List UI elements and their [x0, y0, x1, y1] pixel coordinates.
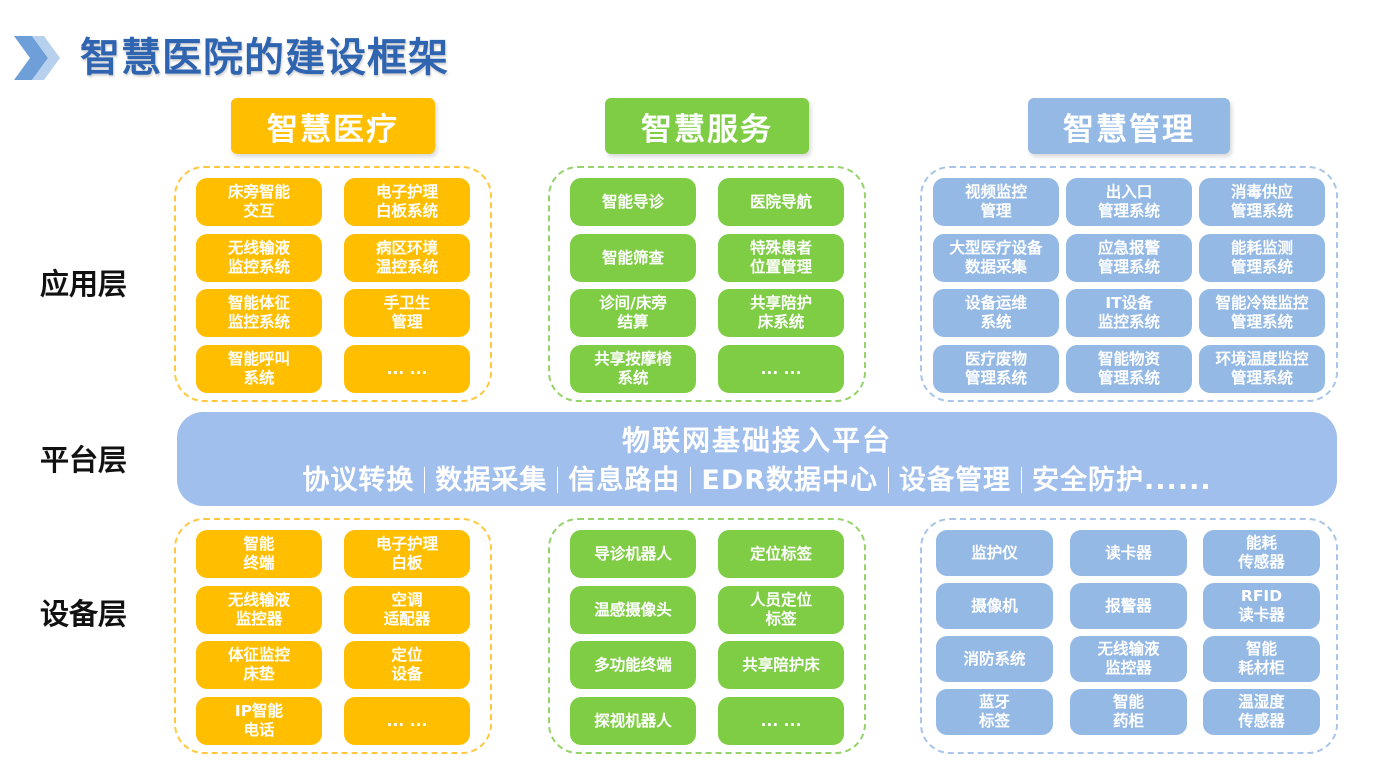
app-medical-tile: 病区环境 温控系统 [344, 234, 470, 282]
device-management-tile: 智能 药柜 [1070, 689, 1187, 735]
app-management-tile: 出入口 管理系统 [1066, 178, 1192, 226]
platform-items: 协议转换数据采集信息路由 EDR数据中心设备管理安全防护...... [177, 464, 1337, 498]
platform-title: 物联网基础接入平台 [621, 424, 892, 457]
app-medical-tile: 手卫生 管理 [344, 289, 470, 337]
app-management-tile: 设备运维 系统 [933, 289, 1059, 337]
device-service-tile: 多功能终端 [570, 641, 696, 689]
device-management-tile: 温湿度 传感器 [1203, 689, 1320, 735]
device-management-tile: 监护仪 [936, 530, 1053, 576]
app-medical-tile: 智能呼叫 系统 [196, 345, 322, 393]
device-group-management [920, 518, 1338, 754]
platform-item: EDR数据中心 [701, 465, 879, 496]
device-management-tile: 蓝牙 标签 [936, 689, 1053, 735]
app-service-tile: 诊间/床旁 结算 [570, 289, 696, 337]
app-group-medical [174, 166, 492, 402]
app-group-management [920, 166, 1338, 402]
app-management-tile: IT设备 监控系统 [1066, 289, 1192, 337]
category-header-management: 智慧管理 [1028, 98, 1230, 154]
platform-item: 设备管理 [899, 465, 1012, 496]
layer-label-device: 设备层 [40, 597, 128, 631]
app-service-tile: 智能导诊 [570, 178, 696, 226]
app-medical-tile: ... ... [344, 345, 470, 393]
device-management-tile: RFID 读卡器 [1203, 583, 1320, 629]
app-management-tile: 视频监控 管理 [933, 178, 1059, 226]
category-header-service: 智慧服务 [605, 98, 809, 154]
device-service-tile: 导诊机器人 [570, 530, 696, 578]
app-management-tile: 智能物资 管理系统 [1066, 345, 1192, 393]
title-chevron-icon [14, 36, 60, 80]
device-medical-tile: 体征监控 床垫 [196, 641, 322, 689]
device-management-tile: 报警器 [1070, 583, 1187, 629]
platform-item: 协议转换 [302, 465, 415, 496]
app-service-tile: 特殊患者 位置管理 [718, 234, 844, 282]
device-medical-tile: ... ... [344, 697, 470, 745]
device-medical-tile: 电子护理 白板 [344, 530, 470, 578]
platform-item: 信息路由 [568, 465, 681, 496]
device-management-tile: 能耗 传感器 [1203, 530, 1320, 576]
app-service-tile: ... ... [718, 345, 844, 393]
device-service-tile: ... ... [718, 697, 844, 745]
app-management-tile: 医疗废物 管理系统 [933, 345, 1059, 393]
layer-label-platform: 平台层 [40, 443, 128, 477]
app-medical-tile: 电子护理 白板系统 [344, 178, 470, 226]
platform-separator [424, 467, 426, 493]
app-service-tile: 医院导航 [718, 178, 844, 226]
app-group-service [548, 166, 866, 402]
device-medical-tile: 无线输液 监控器 [196, 586, 322, 634]
device-service-tile: 温感摄像头 [570, 586, 696, 634]
app-management-tile: 消毒供应 管理系统 [1199, 178, 1325, 226]
platform-separator [1021, 467, 1023, 493]
platform-separator [557, 467, 559, 493]
app-management-tile: 应急报警 管理系统 [1066, 234, 1192, 282]
device-management-tile: 读卡器 [1070, 530, 1187, 576]
device-medical-tile: 智能 终端 [196, 530, 322, 578]
device-management-tile: 无线输液 监控器 [1070, 636, 1187, 682]
app-management-tile: 能耗监测 管理系统 [1199, 234, 1325, 282]
app-medical-tile: 床旁智能 交互 [196, 178, 322, 226]
device-management-tile: 消防系统 [936, 636, 1053, 682]
app-medical-tile: 智能体征 监控系统 [196, 289, 322, 337]
app-medical-tile: 无线输液 监控系统 [196, 234, 322, 282]
device-medical-tile: 空调 适配器 [344, 586, 470, 634]
device-group-medical [174, 518, 492, 754]
app-service-tile: 智能筛查 [570, 234, 696, 282]
app-management-tile: 大型医疗设备 数据采集 [933, 234, 1059, 282]
platform-item: 数据采集 [435, 465, 548, 496]
app-management-tile: 智能冷链监控 管理系统 [1199, 289, 1325, 337]
platform-bar: 物联网基础接入平台 协议转换数据采集信息路由 EDR数据中心设备管理安全防护...… [177, 412, 1337, 506]
layer-label-application: 应用层 [40, 267, 128, 301]
app-service-tile: 共享陪护 床系统 [718, 289, 844, 337]
device-service-tile: 定位标签 [718, 530, 844, 578]
platform-separator [888, 467, 890, 493]
platform-item: 安全防护...... [1032, 465, 1212, 496]
page-title: 智慧医院的建设框架 [80, 35, 449, 81]
category-header-medical: 智慧医疗 [231, 98, 435, 154]
app-service-tile: 共享按摩椅 系统 [570, 345, 696, 393]
device-management-tile: 摄像机 [936, 583, 1053, 629]
device-service-tile: 共享陪护床 [718, 641, 844, 689]
device-medical-tile: 定位 设备 [344, 641, 470, 689]
device-management-tile: 智能 耗材柜 [1203, 636, 1320, 682]
device-service-tile: 人员定位 标签 [718, 586, 844, 634]
app-management-tile: 环境温度监控 管理系统 [1199, 345, 1325, 393]
platform-separator [690, 467, 692, 493]
device-service-tile: 探视机器人 [570, 697, 696, 745]
device-group-service [548, 518, 866, 754]
device-medical-tile: IP智能 电话 [196, 697, 322, 745]
